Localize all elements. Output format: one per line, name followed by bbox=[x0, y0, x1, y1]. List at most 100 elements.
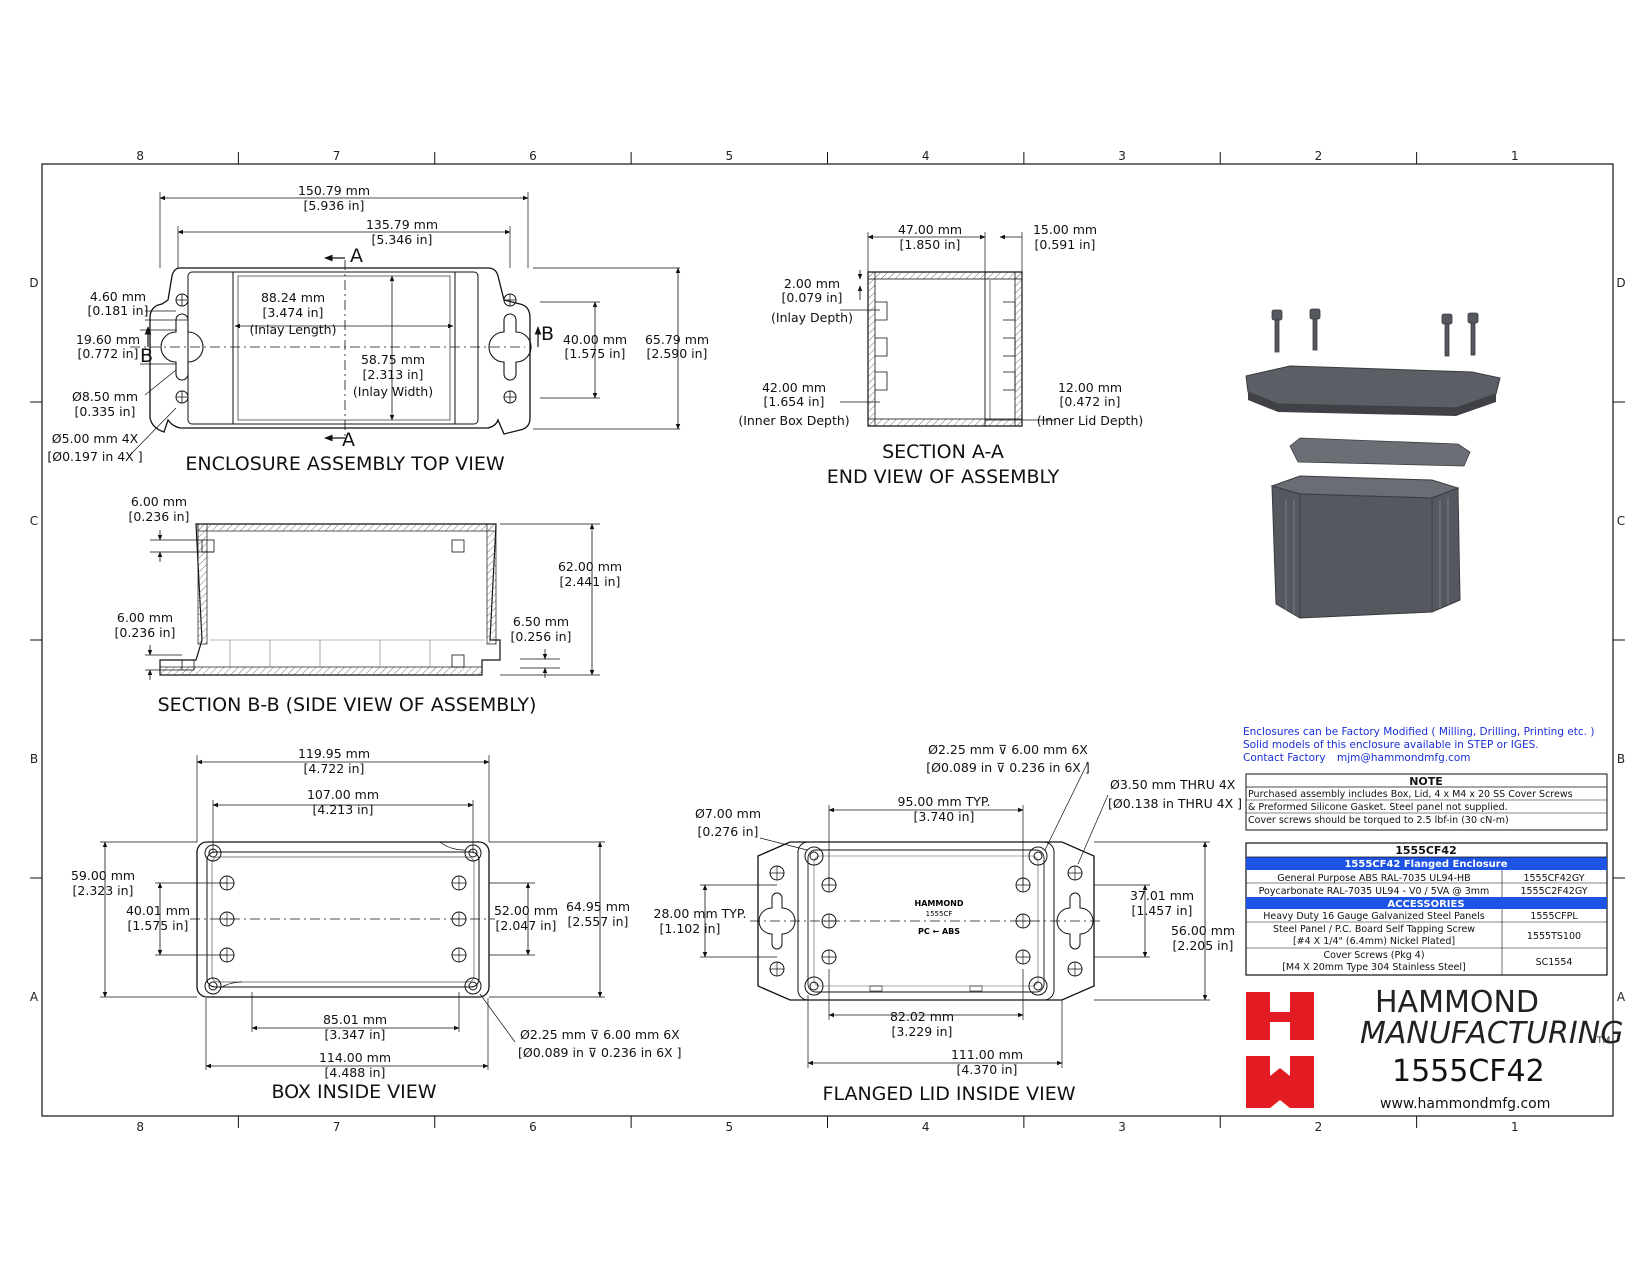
section-aa-subtitle: END VIEW OF ASSEMBLY bbox=[827, 466, 1060, 488]
section-bb-outline bbox=[159, 523, 501, 676]
dim-inlay-len-in: [3.474 in] bbox=[263, 305, 324, 320]
table-row-1-desc: General Purpose ABS RAL-7035 UL94-HB bbox=[1277, 873, 1470, 884]
dim-box-boss-l-in: [4.488 in] bbox=[325, 1065, 386, 1080]
zone-col-top-1: 1 bbox=[1511, 149, 1519, 163]
dim-aa-lid-mm: 15.00 mm bbox=[1033, 222, 1097, 237]
top-view-title: ENCLOSURE ASSEMBLY TOP VIEW bbox=[185, 453, 504, 475]
table-row-2-desc: Poycarbonate RAL-7035 UL94 - V0 / 5VA @ … bbox=[1259, 886, 1490, 897]
brand-block: HAMMOND MANUFACTURING TM 1555CF42 www.ha… bbox=[1246, 985, 1623, 1112]
brand-line-2: MANUFACTURING bbox=[1360, 1016, 1623, 1051]
section-aa-title: SECTION A-A bbox=[882, 441, 1004, 463]
dim-lid-56-in: [2.205 in] bbox=[1173, 938, 1234, 953]
dim-lid-thru-mm: Ø3.50 mm THRU 4X bbox=[1110, 777, 1236, 792]
dim-aa-inlay-note: (Inlay Depth) bbox=[771, 310, 853, 325]
table-row-2-part: 1555C2F42GY bbox=[1520, 886, 1587, 897]
dim-box-inner-l-in: [3.347 in] bbox=[325, 1027, 386, 1042]
dim-bb-height-mm: 62.00 mm bbox=[558, 559, 622, 574]
dim-aa-inlay-in: [0.079 in] bbox=[782, 290, 843, 305]
lid-inside-view: HAMMOND 1555CF PC ← ABS Ø2.25 mm ⊽ 6.00 … bbox=[654, 742, 1243, 1105]
zone-col-top-8: 8 bbox=[136, 149, 144, 163]
dim-box-pcb-mm: 107.00 mm bbox=[307, 787, 379, 802]
factory-email-link[interactable]: mjm@hammondmfg.com bbox=[1337, 752, 1471, 764]
box-inner bbox=[206, 851, 480, 988]
hammond-logo-icon bbox=[1246, 992, 1314, 1108]
zone-row-right-D: D bbox=[1616, 276, 1625, 290]
dim-aa-inlay-mm: 2.00 mm bbox=[784, 276, 840, 291]
dim-box-outer-w-mm: 64.95 mm bbox=[566, 899, 630, 914]
dim-slot-dia-mm: Ø8.50 mm bbox=[72, 389, 138, 404]
zone-col-top-5: 5 bbox=[725, 149, 733, 163]
table-acc-2-desc-2: [#4 X 1/4" (6.4mm) Nickel Plated] bbox=[1293, 936, 1455, 947]
table-row-1-part: 1555CF42GY bbox=[1523, 873, 1584, 884]
factory-note-2: Solid models of this enclosure available… bbox=[1243, 739, 1539, 751]
table-acc-3-desc-1: Cover Screws (Pkg 4) bbox=[1323, 950, 1424, 961]
factory-note-1: Enclosures can be Factory Modified ( Mil… bbox=[1243, 726, 1594, 738]
table-acc-2-desc-1: Steel Panel / P.C. Board Self Tapping Sc… bbox=[1273, 924, 1475, 935]
cover-screws bbox=[1271, 308, 1479, 357]
dim-holes-in: [5.346 in] bbox=[372, 232, 433, 247]
dim-box-outer-w-in: [2.557 in] bbox=[568, 914, 629, 929]
dim-overall-in: [5.936 in] bbox=[304, 198, 365, 213]
dim-box-outer-mm: 119.95 mm bbox=[298, 746, 370, 761]
dim-inlay-w-mm: 58.75 mm bbox=[361, 352, 425, 367]
top-view-outline bbox=[149, 267, 531, 435]
zone-row-left-A: A bbox=[30, 990, 39, 1004]
lid-mold-brand: HAMMOND bbox=[915, 899, 964, 908]
dim-aa-box-in: [1.850 in] bbox=[900, 237, 961, 252]
dim-bb-top-mm: 6.00 mm bbox=[131, 494, 187, 509]
dim-overall-mm: 150.79 mm bbox=[298, 183, 370, 198]
lid-inside-title: FLANGED LID INSIDE VIEW bbox=[823, 1083, 1076, 1105]
zone-col-bottom-2: 2 bbox=[1315, 1120, 1323, 1134]
zone-row-left-C: C bbox=[30, 514, 38, 528]
dim-hole-spacing-mm: 40.00 mm bbox=[563, 332, 627, 347]
dim-lid-typ-v-mm: 28.00 mm TYP. bbox=[654, 906, 747, 921]
brand-url-link[interactable]: www.hammondmfg.com bbox=[1380, 1096, 1550, 1112]
dim-box-outer-in: [4.722 in] bbox=[304, 761, 365, 776]
zone-col-bottom-8: 8 bbox=[136, 1120, 144, 1134]
dim-lid-typ-mm: 95.00 mm TYP. bbox=[898, 794, 991, 809]
zone-col-bottom-7: 7 bbox=[333, 1120, 341, 1134]
dim-lid-typ-in: [3.740 in] bbox=[914, 809, 975, 824]
box-inside-view: 119.95 mm [4.722 in] 107.00 mm [4.213 in… bbox=[71, 746, 682, 1103]
dim-lid-dia7-in: [0.276 in] bbox=[698, 824, 759, 839]
top-view-inlay-inner bbox=[232, 271, 456, 425]
top-view-inlay bbox=[187, 271, 479, 425]
dim-lid-37-in: [1.457 in] bbox=[1132, 903, 1193, 918]
dim-aa-inner-box-note: (Inner Box Depth) bbox=[738, 413, 849, 428]
zone-col-top-3: 3 bbox=[1118, 149, 1126, 163]
top-view: A A B B 150.79 mm [5.936 in] 135.79 mm [… bbox=[47, 183, 709, 475]
dim-aa-inner-lid-in: [0.472 in] bbox=[1060, 394, 1121, 409]
note-line-2: & Preformed Silicone Gasket. Steel panel… bbox=[1248, 802, 1508, 813]
section-bb-view: 6.00 mm [0.236 in] 6.00 mm [0.236 in] 62… bbox=[115, 494, 623, 716]
brand-line-1: HAMMOND bbox=[1375, 985, 1539, 1020]
dim-lid-56-mm: 56.00 mm bbox=[1171, 923, 1235, 938]
exploded-render bbox=[1245, 308, 1501, 619]
zone-col-top-2: 2 bbox=[1315, 149, 1323, 163]
dim-box-boss-l-mm: 114.00 mm bbox=[319, 1050, 391, 1065]
zone-col-bottom-6: 6 bbox=[529, 1120, 537, 1134]
dim-box-bosses-mm: 40.01 mm bbox=[126, 903, 190, 918]
dim-lid-thru-in: [Ø0.138 in THRU 4X ] bbox=[1108, 796, 1242, 811]
box-outer bbox=[196, 841, 490, 998]
dim-hole-dia-mm: Ø5.00 mm 4X bbox=[52, 431, 139, 446]
zone-col-top-7: 7 bbox=[333, 149, 341, 163]
zone-col-top-4: 4 bbox=[922, 149, 930, 163]
section-b-left: B bbox=[140, 345, 153, 367]
dim-bb-flange-mm: 6.00 mm bbox=[117, 610, 173, 625]
lid-render bbox=[1245, 365, 1501, 409]
dim-lid-111-in: [4.370 in] bbox=[957, 1062, 1018, 1077]
dim-slot-l-in: [0.772 in] bbox=[78, 346, 139, 361]
slot-left bbox=[160, 313, 204, 381]
dim-aa-inner-box-mm: 42.00 mm bbox=[762, 380, 826, 395]
dim-box-inner-w-mm: 52.00 mm bbox=[494, 903, 558, 918]
dim-box-screw-in: [Ø0.089 in ⊽ 0.236 in 6X ] bbox=[518, 1045, 681, 1060]
dim-slot-l-mm: 19.60 mm bbox=[76, 332, 140, 347]
dim-box-pcb-in: [4.213 in] bbox=[313, 802, 374, 817]
factory-notes: Enclosures can be Factory Modified ( Mil… bbox=[1243, 726, 1594, 764]
dim-lid-82-in: [3.229 in] bbox=[892, 1024, 953, 1039]
dim-aa-inner-box-in: [1.654 in] bbox=[764, 394, 825, 409]
zone-col-bottom-3: 3 bbox=[1118, 1120, 1126, 1134]
